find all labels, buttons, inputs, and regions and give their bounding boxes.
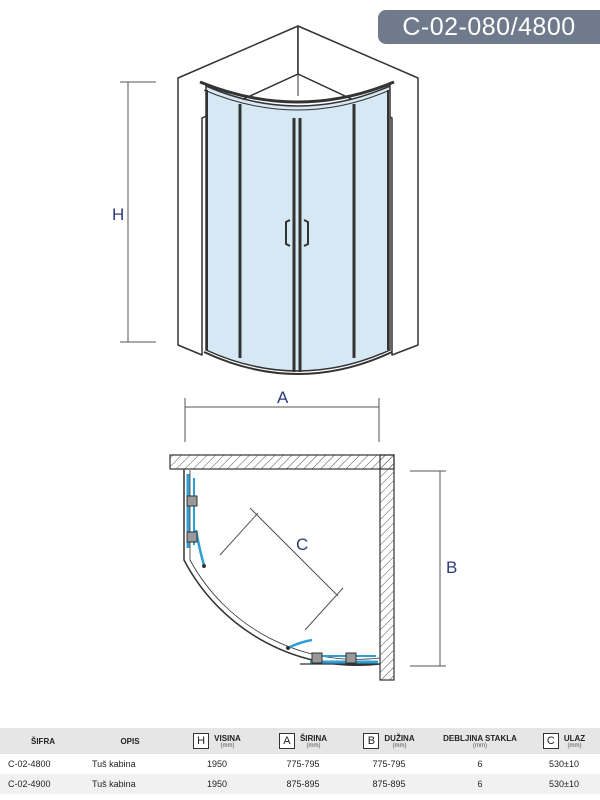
glass-panels (205, 84, 391, 372)
roller-icon (186, 495, 198, 507)
header-length: B DUŽINA(mm) (346, 728, 432, 754)
row-entry: 530±10 (528, 774, 600, 794)
header-description: OPIS (86, 728, 174, 754)
width-marker: A (278, 733, 295, 749)
height-label: H (112, 205, 124, 224)
row-code: C-02-4800 (8, 759, 51, 769)
row-length: 775-795 (372, 759, 406, 769)
row-entry: 530±10 (549, 759, 579, 769)
table-row: C-02-4900 Tuš kabina 1950 875-895 875-89… (0, 774, 600, 794)
table-header-row: ŠIFRA OPIS H VISINA(mm) A ŠIRINA(mm) B D… (0, 728, 600, 754)
specification-table: ŠIFRA OPIS H VISINA(mm) A ŠIRINA(mm) B D… (0, 728, 600, 794)
table-row: C-02-4800 Tuš kabina 1950 775-795 775-79… (0, 754, 600, 774)
row-description: Tuš kabina (86, 774, 174, 794)
header-height: H VISINA(mm) (174, 728, 260, 754)
header-entry: C ULAZ(mm) (528, 728, 600, 754)
roller-icon (186, 531, 198, 543)
row-width: 875-895 (260, 774, 346, 794)
width-label: A (277, 388, 289, 407)
roller-icon (311, 652, 323, 664)
row-glass: 6 (432, 774, 528, 794)
length-marker: B (363, 733, 380, 749)
handle-right-icon (303, 219, 309, 247)
height-dimension: H (112, 81, 156, 343)
product-code-badge: C-02-080/4800 (378, 10, 600, 44)
sliding-door-bottom (287, 638, 313, 650)
row-length: 875-895 (346, 774, 432, 794)
row-glass: 6 (477, 759, 483, 769)
roller-icon (345, 652, 357, 664)
header-code: ŠIFRA (0, 728, 86, 754)
perspective-view (177, 25, 419, 375)
row-height: 1950 (174, 774, 260, 794)
handle-left-icon (285, 219, 291, 247)
depth-dimension: B (410, 470, 457, 667)
width-dimension: A (184, 388, 380, 442)
height-marker: H (193, 733, 210, 749)
depth-label: B (446, 558, 457, 577)
plan-view: C (169, 454, 395, 681)
technical-drawing: H A C (112, 25, 457, 681)
row-height: 1950 (206, 759, 228, 769)
entry-marker: C (542, 733, 559, 749)
row-width: 775-795 (286, 759, 320, 769)
header-width: A ŠIRINA(mm) (260, 728, 346, 754)
entry-label: C (296, 535, 308, 554)
row-description: Tuš kabina (92, 759, 136, 769)
row-code: C-02-4900 (0, 774, 86, 794)
header-glass-thickness: DEBLJINA STAKLA(mm) (432, 728, 528, 754)
